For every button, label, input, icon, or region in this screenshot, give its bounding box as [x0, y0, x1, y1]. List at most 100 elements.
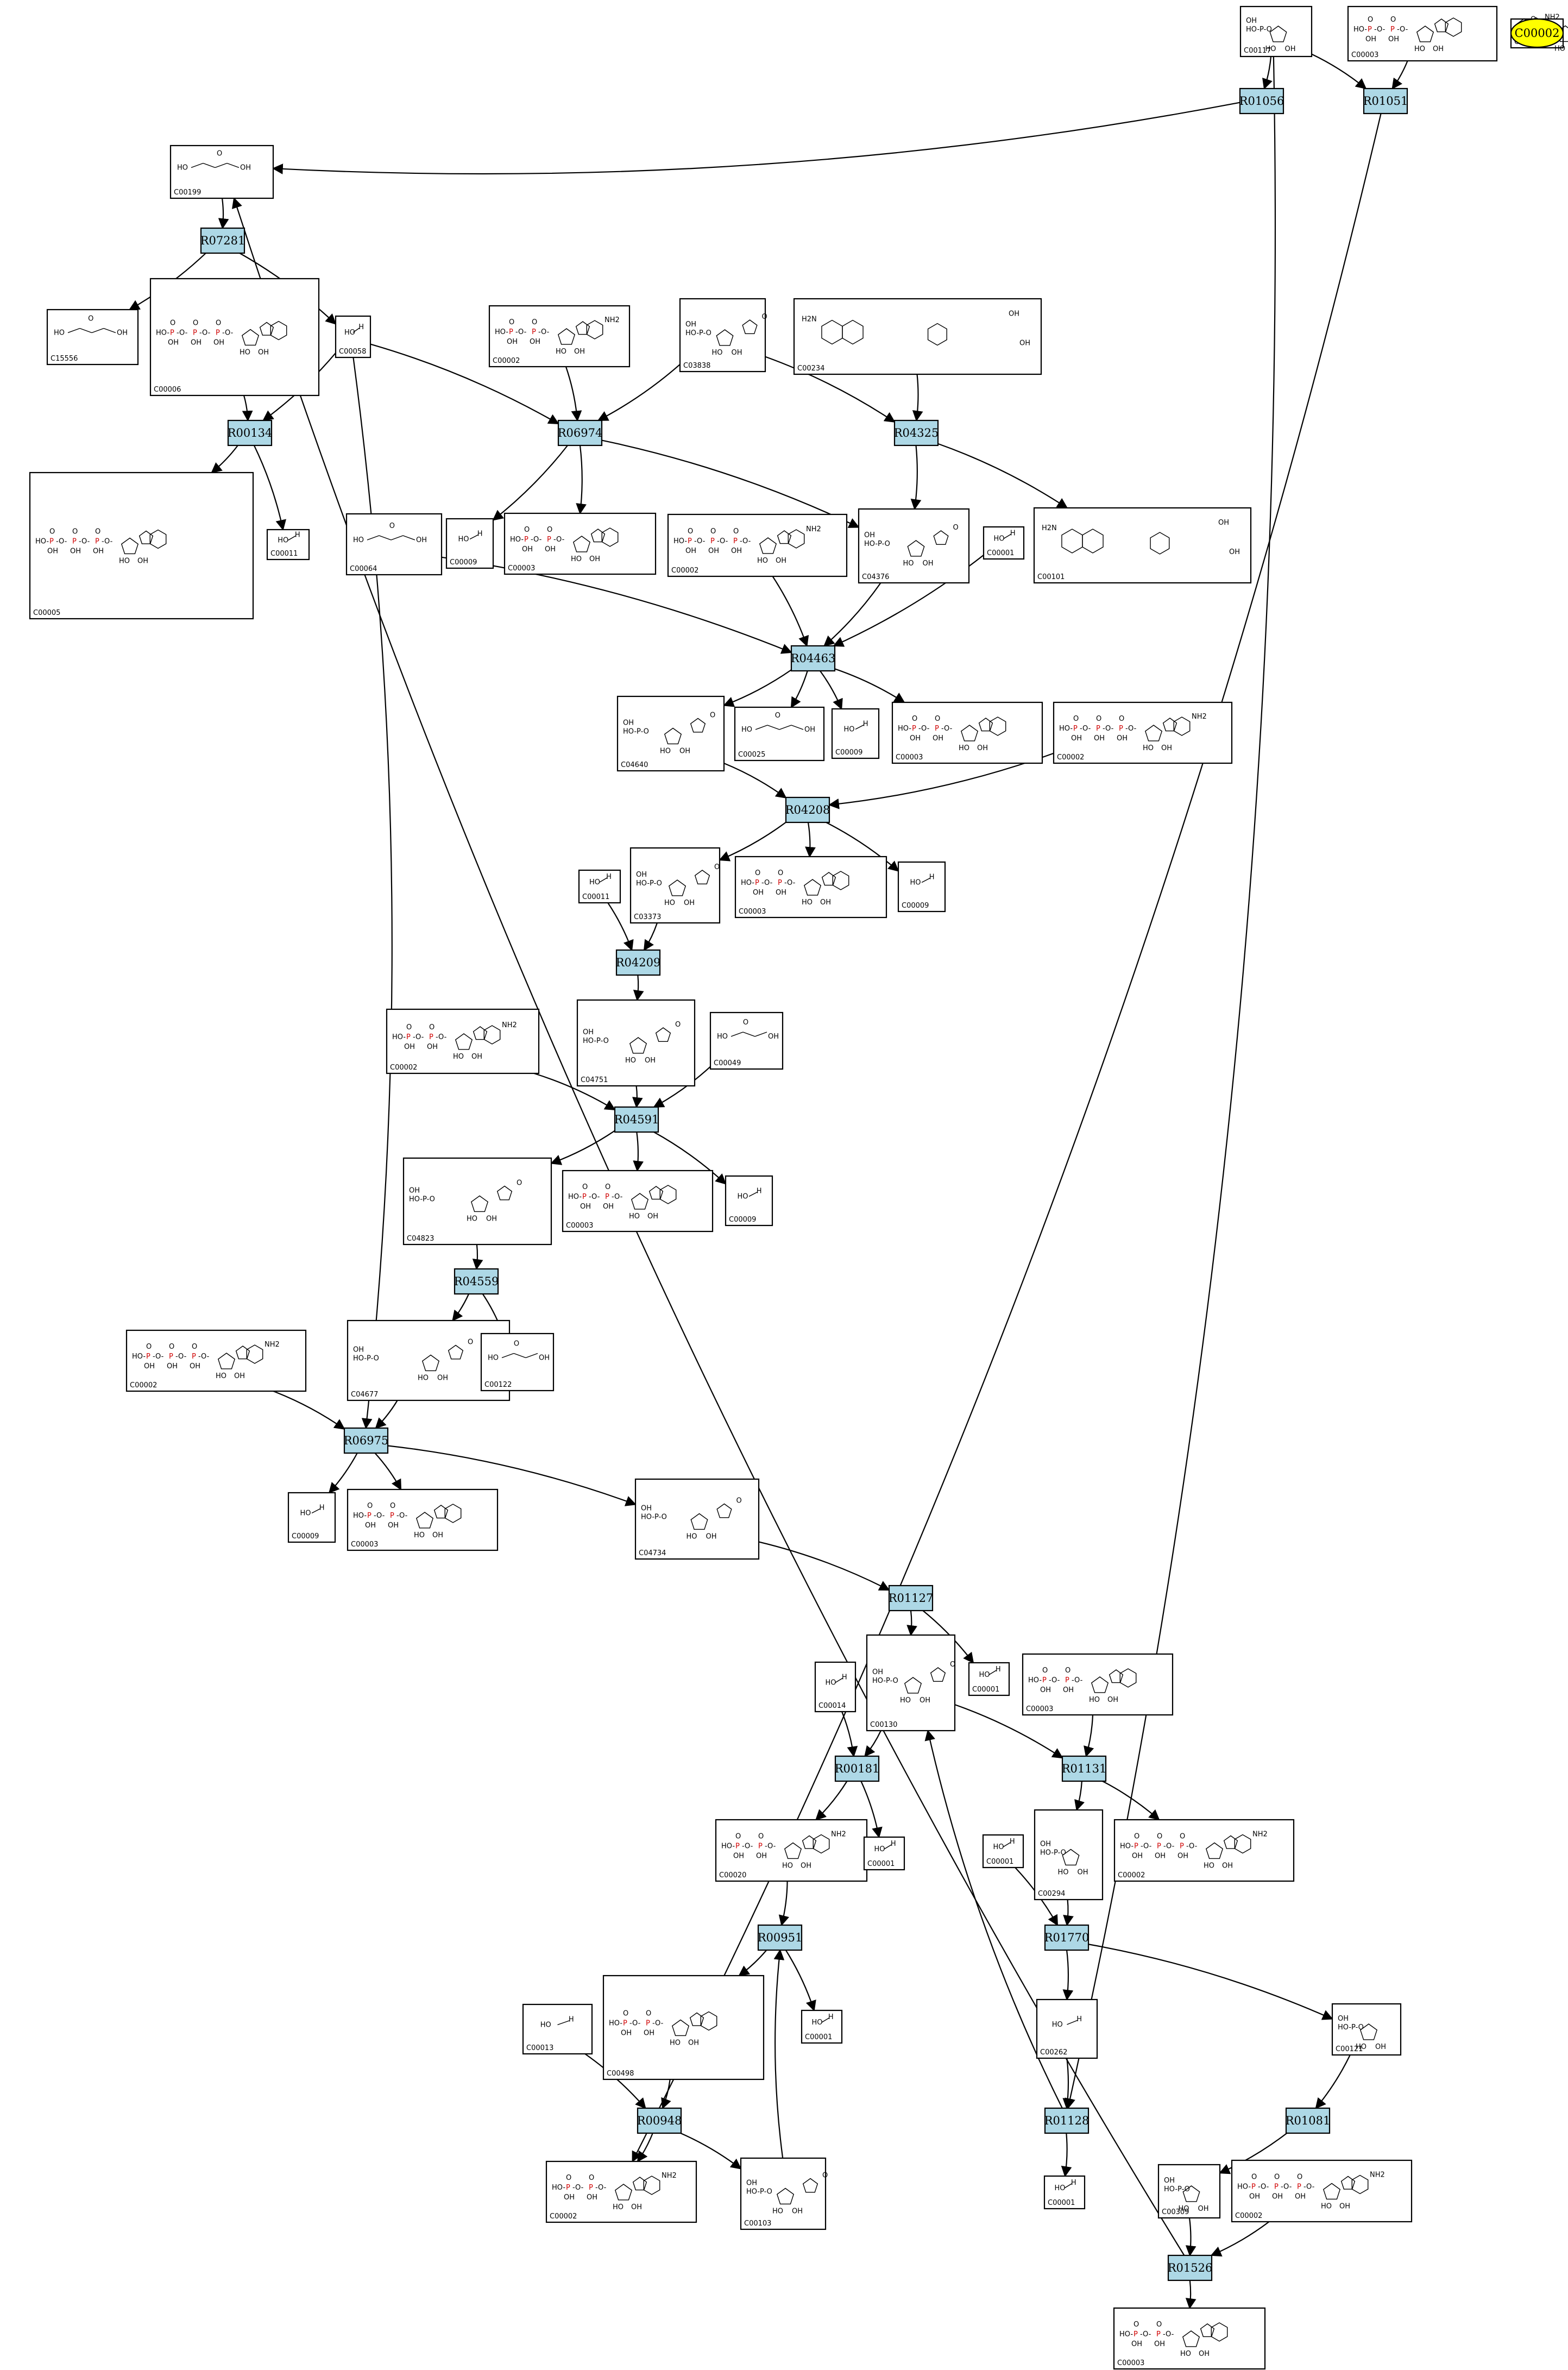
compound-label: C00103 [744, 2220, 771, 2228]
reaction-node[interactable]: R01056 [1239, 87, 1284, 115]
svg-text:P: P [95, 538, 99, 546]
compound-label: C00002 [1057, 753, 1084, 762]
compound-label: C04751 [581, 1076, 608, 1084]
svg-text:O: O [1134, 1833, 1139, 1841]
compound-box [968, 1662, 1010, 1696]
svg-text:-O-: -O- [1258, 2183, 1269, 2191]
reaction-node[interactable]: R04591 [614, 1106, 659, 1133]
reaction-node[interactable]: R04463 [791, 645, 836, 672]
reaction-node[interactable]: R00948 [637, 2107, 682, 2134]
svg-text:P: P [912, 725, 916, 733]
compound-label: C03838 [683, 362, 710, 370]
reaction-node[interactable]: R01131 [1062, 1755, 1107, 1782]
reaction-node[interactable]: R01770 [1044, 1924, 1090, 1951]
reaction-node[interactable]: R06974 [558, 419, 603, 447]
svg-text:H: H [1010, 530, 1016, 538]
reaction-node[interactable]: R01081 [1286, 2107, 1331, 2134]
compound-label: C00003 [351, 1541, 378, 1549]
svg-text:HO-P-O: HO-P-O [864, 540, 890, 548]
reaction-node[interactable]: R01127 [889, 1585, 934, 1612]
reaction-node[interactable]: R00181 [835, 1755, 880, 1782]
reaction-node[interactable]: R01051 [1363, 87, 1408, 115]
svg-text:OH: OH [1433, 45, 1444, 53]
highlight-compound[interactable]: C00002 [1510, 18, 1564, 48]
reaction-node[interactable]: R04325 [894, 419, 939, 447]
reaction-node[interactable]: R07281 [200, 227, 245, 254]
compound-label: C00001 [1048, 2199, 1075, 2207]
svg-text:OH: OH [1338, 2015, 1349, 2023]
reaction-node[interactable]: R00951 [758, 1924, 803, 1951]
reaction-node[interactable]: R04208 [785, 796, 830, 823]
reaction-node[interactable]: R04559 [454, 1268, 499, 1295]
reaction-label: R01127 [889, 1592, 934, 1605]
reaction-node[interactable]: R00134 [228, 419, 273, 447]
reaction-node[interactable]: R04209 [616, 949, 661, 976]
compound-label: C00003 [1026, 1705, 1053, 1713]
svg-text:HO: HO [488, 1354, 499, 1362]
svg-text:OH: OH [641, 1505, 652, 1513]
reaction-node[interactable]: R01128 [1044, 2107, 1090, 2134]
reaction-node[interactable]: R06975 [344, 1427, 389, 1454]
reaction-node[interactable]: R01526 [1168, 2254, 1213, 2281]
